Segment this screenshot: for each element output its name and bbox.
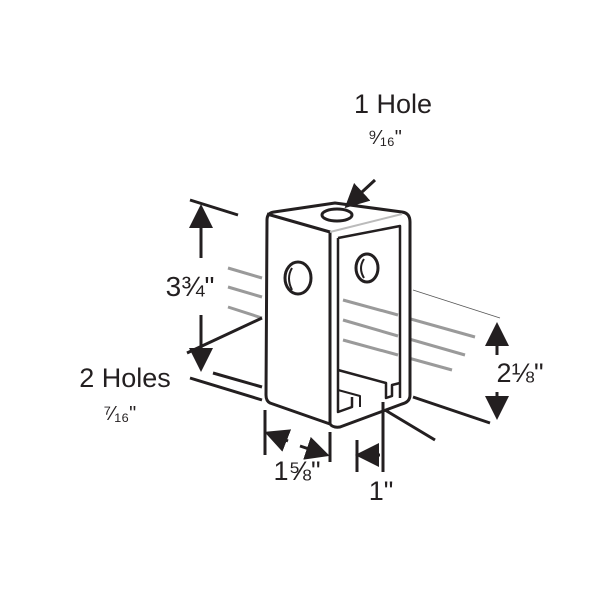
top-hole-size: ⁹⁄₁₆" <box>368 127 402 149</box>
side-holes-title: 2 Holes <box>79 363 171 393</box>
top-hole <box>320 207 354 223</box>
opening-label: 1" <box>369 476 394 506</box>
reference-line <box>412 289 501 319</box>
width-label: 1⅝" <box>273 456 320 486</box>
bracket <box>264 201 412 429</box>
inner-height-label: 2⅛" <box>496 358 543 388</box>
side-holes-size: ⁷⁄₁₆" <box>104 403 137 425</box>
height-label: 3¾" <box>166 271 215 302</box>
top-hole-title: 1 Hole <box>354 89 432 119</box>
dimension-lines <box>186 178 509 472</box>
side-hole-right <box>354 252 380 284</box>
